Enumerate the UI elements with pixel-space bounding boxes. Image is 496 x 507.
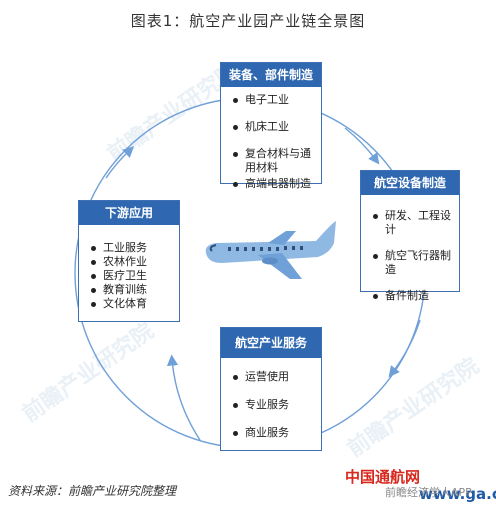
airplane-icon	[205, 221, 336, 279]
list-item: 机床工业	[231, 120, 313, 134]
box-aviation-equipment-manufacturing: 航空设备制造 研发、工程设计 航空飞行器制造 备件制造	[360, 170, 460, 302]
site-logo: 中国通航网 前瞻经济学人APP www.ga.cn	[345, 466, 496, 503]
source-note: 资料来源：前瞻产业研究院整理	[8, 484, 177, 498]
list-item: 农林作业	[89, 255, 171, 269]
list-item: 高端电器制造	[231, 177, 313, 191]
list-item: 商业服务	[231, 426, 313, 440]
logo-url: www.ga.cn	[419, 485, 496, 503]
list-item: 航空飞行器制造	[371, 249, 451, 277]
diagram-title: 图表1：航空产业园产业链全景图	[130, 12, 366, 30]
list-item: 研发、工程设计	[371, 209, 451, 237]
list-item: 专业服务	[231, 398, 313, 412]
list-item: 工业服务	[89, 241, 171, 255]
box-title: 装备、部件制造	[221, 63, 321, 87]
box-title: 下游应用	[79, 201, 179, 225]
arrow-left-bottom	[166, 354, 201, 441]
arrow-right-bottom	[388, 319, 421, 378]
box-downstream-applications: 下游应用 工业服务 农林作业 医疗卫生 教育训练 文化体育	[78, 200, 180, 322]
box-aviation-industry-services: 航空产业服务 运营使用 专业服务 商业服务	[220, 327, 322, 451]
list-item: 文化体育	[89, 297, 171, 311]
list-item: 医疗卫生	[89, 269, 171, 283]
arrow-right-top	[344, 127, 380, 165]
list-item: 运营使用	[231, 370, 313, 384]
logo-app-text: 前瞻经济学人APP	[385, 486, 472, 499]
box-title: 航空产业服务	[221, 328, 321, 358]
list-item: 备件制造	[371, 289, 451, 303]
list-item: 复合材料与通用材料	[231, 147, 313, 175]
box-equipment-manufacturing: 装备、部件制造 电子工业 机床工业 复合材料与通用材料 高端电器制造	[220, 62, 322, 190]
list-item: 教育训练	[89, 283, 171, 297]
arrow-left-top	[105, 146, 135, 179]
box-title: 航空设备制造	[361, 171, 459, 195]
logo-text: 中国通航网	[345, 468, 421, 486]
list-item: 电子工业	[231, 93, 313, 107]
